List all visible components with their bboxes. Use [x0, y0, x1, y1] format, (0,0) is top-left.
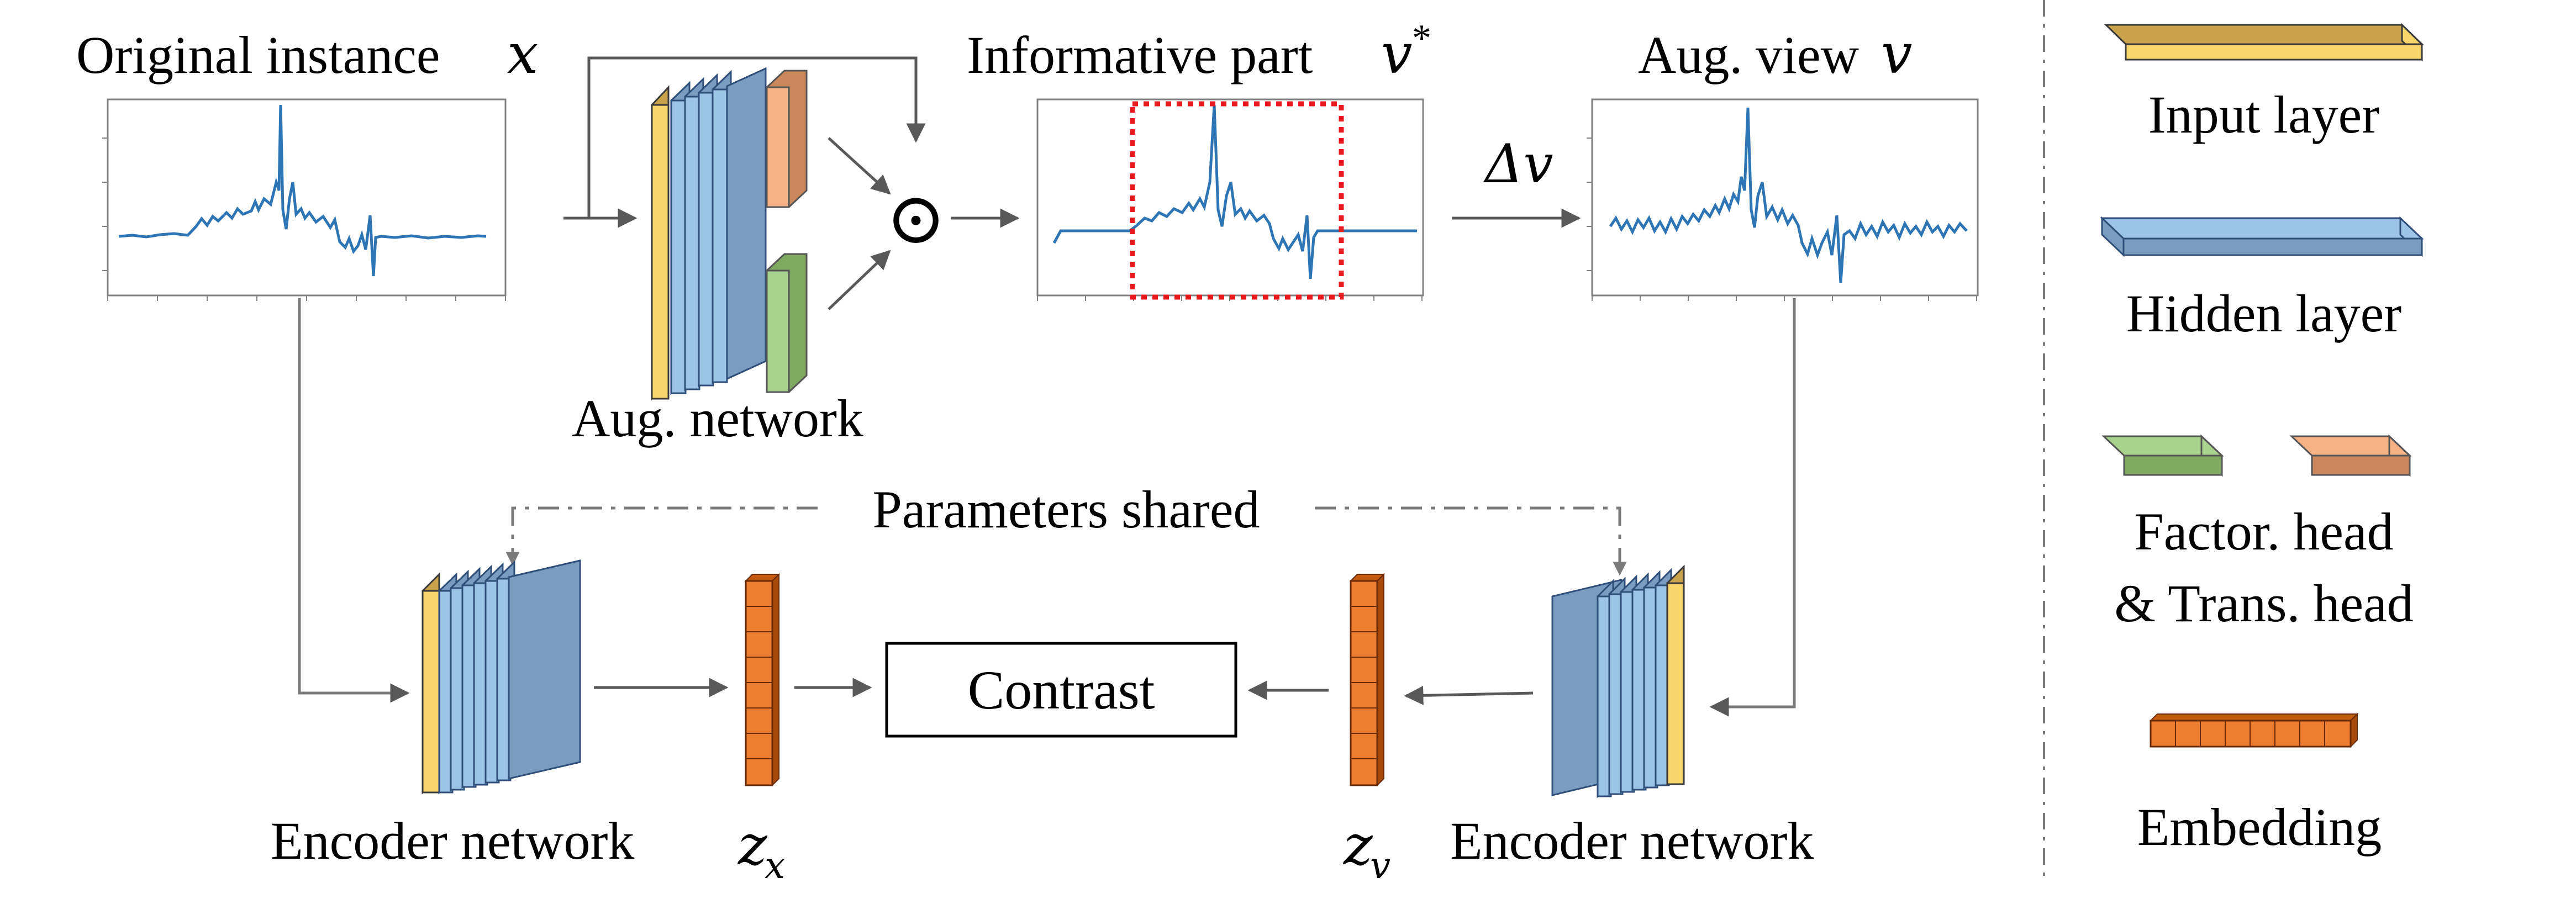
aug-view-symbol: v [1881, 22, 1913, 86]
informative-part-superscript: * [1412, 17, 1431, 60]
legend-hidden-layer-swatch [2100, 216, 2424, 257]
zv-symbol: z [1343, 813, 1373, 877]
parameters-shared-line-right [1315, 506, 1627, 576]
zx-subscript: x [765, 844, 785, 887]
encoder-network-right [1551, 564, 1685, 799]
aug-view-label: Aug. view [1638, 25, 1859, 84]
informative-part-symbol: v [1381, 22, 1413, 86]
augmented-signal-trace [1609, 107, 1968, 283]
augview-to-encoder-arrow [1709, 298, 1796, 717]
aug-network-label: Aug. network [572, 389, 863, 448]
legend-heads-label-line1: Factor. head [2134, 502, 2393, 561]
legend-input-layer-swatch [2104, 23, 2424, 62]
original-instance-symbol: x [507, 22, 538, 86]
original-to-encoder-arrow [298, 298, 410, 703]
parameters-shared-line-left [505, 506, 818, 566]
legend-heads-label-line2: & Trans. head [2114, 574, 2413, 633]
embedding-zx [744, 573, 781, 787]
informative-signal-trace [1052, 104, 1417, 279]
informative-signal-panel [1036, 98, 1424, 301]
zx-symbol: z [737, 813, 768, 877]
legend-embedding-swatch [2149, 712, 2359, 748]
legend-trans-head-swatch [2289, 434, 2412, 477]
legend-hidden-layer-label: Hidden layer [2126, 284, 2402, 343]
contrast-box [885, 642, 1237, 738]
encoder-right-to-zv-arrow [1404, 685, 1534, 705]
aug-network [651, 67, 808, 401]
encoder-network-left-label: Encoder network [271, 811, 634, 870]
parameters-shared-label: Parameters shared [872, 480, 1260, 539]
original-instance-label: Original instance [76, 25, 440, 84]
legend-factor-head-swatch [2101, 434, 2224, 477]
legend-embedding-label: Embedding [2137, 797, 2382, 857]
elementwise-product-symbol: ⊙ [886, 179, 946, 259]
embedding-zv [1349, 573, 1386, 787]
contrast-label: Contrast [968, 659, 1155, 721]
encoder-network-left [422, 559, 581, 795]
informative-crop-box [1130, 101, 1344, 300]
original-signal-panel [102, 98, 507, 301]
trans-head-to-mult-arrow [828, 137, 891, 195]
informative-part-label: Informative part [967, 25, 1313, 84]
factor-head-to-mult-arrow [828, 250, 891, 310]
delta-v-label: Δv [1483, 133, 1553, 195]
zv-subscript: v [1370, 844, 1390, 887]
encoder-network-right-label: Encoder network [1450, 811, 1814, 870]
legend-input-layer-label: Input layer [2148, 85, 2380, 144]
original-signal-trace [118, 104, 487, 277]
augmented-signal-panel [1587, 98, 1979, 301]
